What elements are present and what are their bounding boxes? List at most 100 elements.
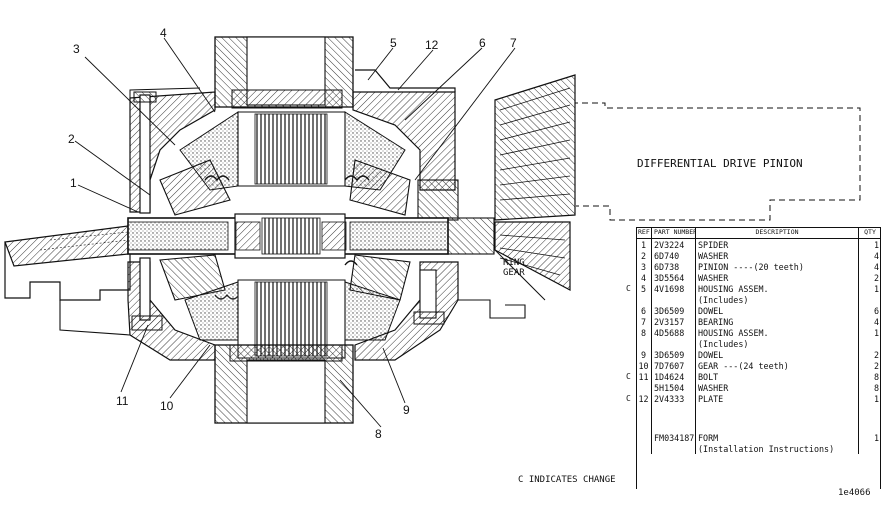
table-top-border [636,227,881,228]
leader-lines [74,37,516,428]
cell-description: HOUSING ASSEM. [698,327,769,338]
cell-qty: 1 [858,238,881,250]
cell-description: BOLT [698,371,719,382]
cell-ref: 5 [640,283,647,294]
cell-ref: 4 [640,272,647,283]
cell-description: DOWEL [698,305,724,316]
table-left-border [636,227,637,489]
cell-description: WASHER [698,382,729,393]
cell-qty: 1 [858,327,881,338]
cell-ref: 6 [640,305,647,316]
cell-part-number: 3D6509 [651,349,696,360]
callout-10: 10 [160,399,174,413]
cell-qty: 2 [858,360,881,371]
cell-qty [858,443,881,454]
parts-list-table: REF NO PART NUMBER DESCRIPTION QTY 12V32… [636,227,881,454]
header-qty: QTY [858,227,881,239]
cell-qty: 4 [858,261,881,272]
callout-4: 4 [160,26,167,40]
cell-qty [858,338,881,349]
cell-qty: 1 [858,283,881,294]
cell-description: DOWEL [698,349,724,360]
cell-ref [636,338,652,349]
cell-ref: 10 [638,360,649,371]
cell-description: SPIDER [698,239,729,250]
callout-5: 5 [390,36,397,50]
cell-qty: 1 [858,404,881,443]
cell-qty: 2 [858,349,881,360]
cell-description: (Installation Instructions) [698,443,835,454]
drive-pinion-phantom [574,90,861,221]
change-marker: C [626,393,631,403]
cell-part-number: 4D5688 [651,327,696,338]
cell-part-number: 2V3157 [651,316,696,327]
cell-qty: 6 [858,305,881,316]
callout-1: 1 [70,176,77,190]
bolts [131,91,445,331]
callout-2: 2 [68,132,75,146]
cell-part-number: 6D738 [651,261,696,272]
cell-part-number: 3D6509 [651,305,696,316]
cell-part-number: 4V1698 [651,283,696,294]
bottom-hub [214,344,354,424]
cell-description: PINION ----(20 teeth) [698,261,804,272]
cell-ref: 2 [640,250,647,261]
header-part-number: PART NUMBER [651,227,696,239]
cell-part-number [651,294,696,305]
change-marker: C [626,371,631,381]
cell-qty [858,294,881,305]
cell-ref: 9 [640,349,647,360]
top-hub [214,36,354,109]
table-row: (Installation Instructions) [636,443,881,454]
cell-ref [636,294,652,305]
cell-ref: 3 [640,261,647,272]
callout-9: 9 [403,403,410,417]
upper-side-gear [179,111,406,191]
cell-part-number: 3D5564 [651,272,696,283]
cell-part-number [651,443,696,454]
cell-ref [636,443,652,454]
callout-12: 12 [425,38,439,52]
cell-qty: 8 [858,382,881,393]
cell-description: BEARING [698,316,734,327]
table-right-border [880,227,881,489]
cell-part-number: FM034187 [651,404,696,443]
cell-ref: 1 [640,239,647,250]
callout-11: 11 [116,394,129,408]
cell-part-number: 1D4624 [651,371,696,382]
cell-qty: 8 [858,371,881,382]
cell-ref: 7 [640,316,647,327]
cell-ref: 8 [640,327,647,338]
cell-description: GEAR ---(24 teeth) [698,360,789,371]
cell-ref [636,382,652,393]
callout-8: 8 [375,427,382,441]
drive-pinion-label: DIFFERENTIAL DRIVE PINION [637,157,803,170]
ring-gear [494,74,576,301]
cell-part-number: 5H1504 [651,382,696,393]
cell-description: FORM [698,432,719,443]
change-note: C INDICATES CHANGE [518,475,616,485]
cell-part-number: 2V4333 [651,393,696,404]
cell-qty: 2 [858,272,881,283]
cell-part-number: 7D7607 [651,360,696,371]
header-description: DESCRIPTION [695,227,859,239]
ring-gear-label: RING GEAR [503,258,525,278]
header-ref: REF NO [636,227,652,239]
lower-side-gear [184,279,401,359]
cell-description: PLATE [698,393,724,404]
